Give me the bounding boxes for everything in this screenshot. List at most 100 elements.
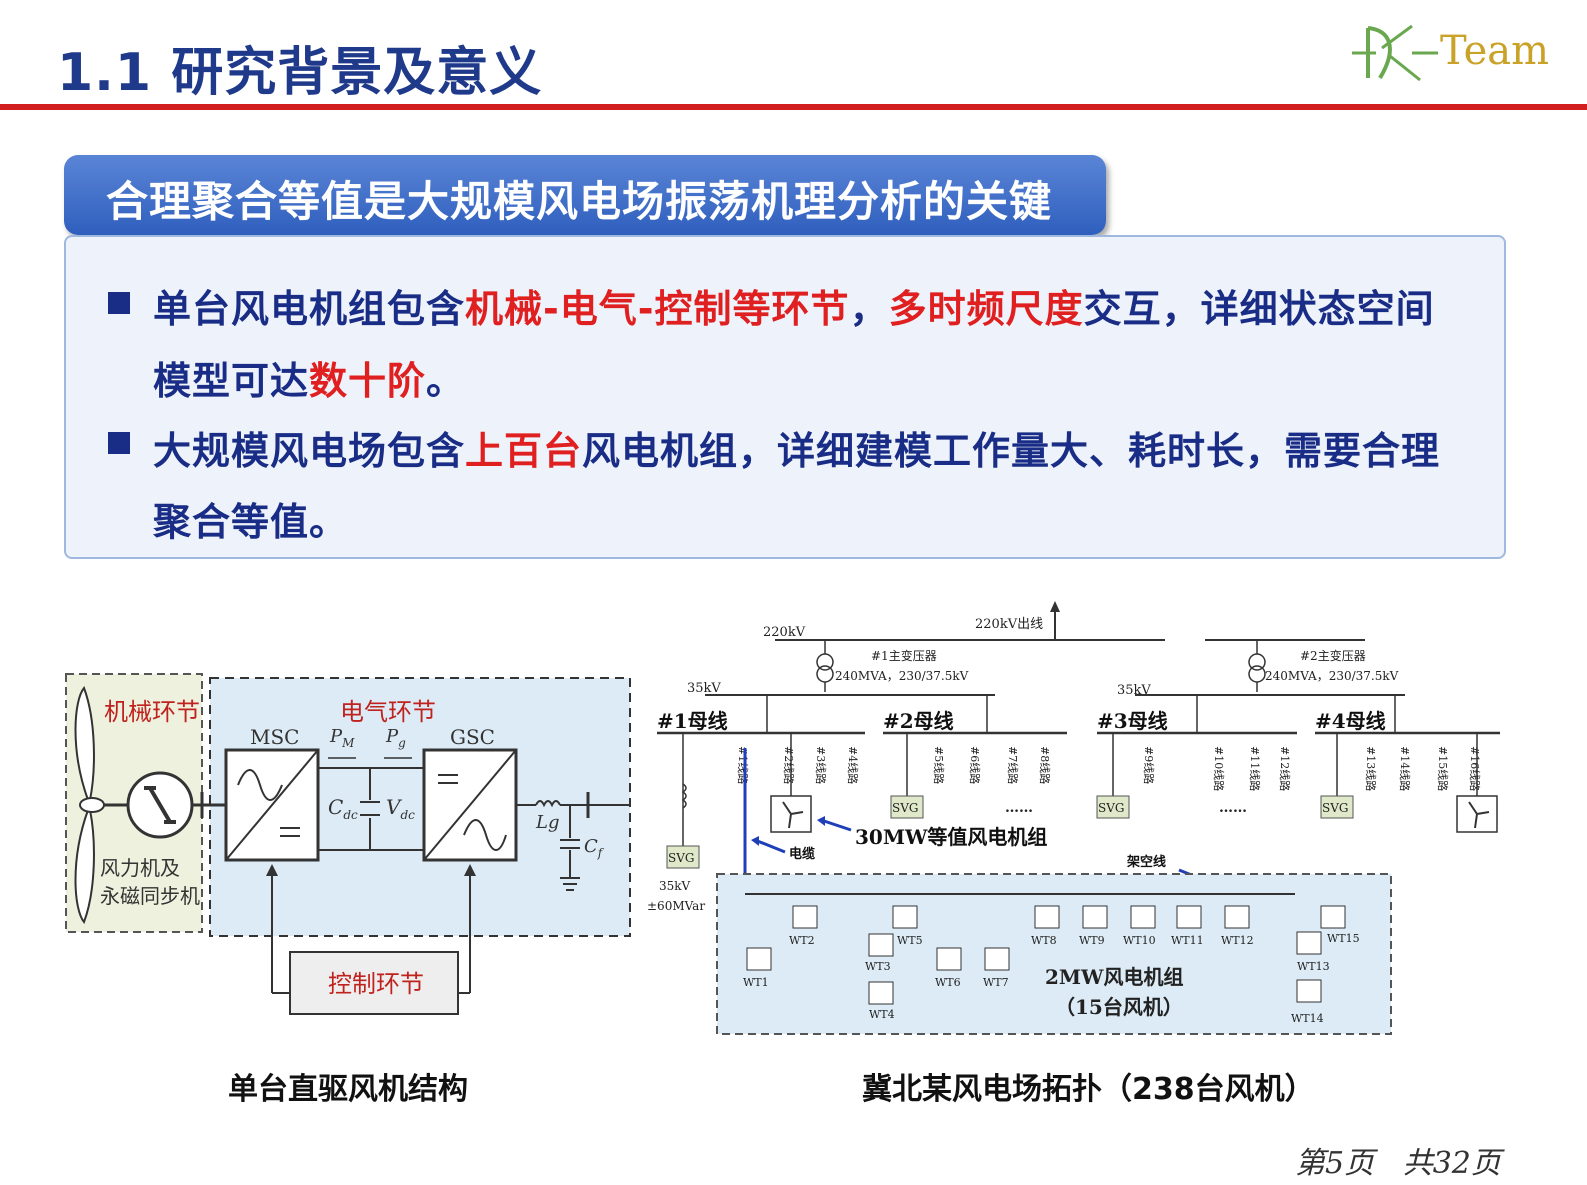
wt-icon bbox=[1296, 931, 1322, 955]
section-banner bbox=[64, 155, 1106, 235]
svg-rating-voltage: 35kV bbox=[659, 879, 691, 893]
wt-label: WT8 bbox=[1031, 934, 1057, 947]
text-run: 单台风电机组包含 bbox=[153, 287, 466, 331]
bullet-square-2 bbox=[108, 432, 130, 454]
transformer-1-name: #1主变压器 bbox=[871, 648, 937, 663]
wt-label: WT5 bbox=[897, 934, 923, 947]
wt-icon bbox=[1082, 905, 1108, 929]
pg-label: Pg bbox=[385, 726, 406, 750]
vdc-label: Vdc bbox=[386, 795, 415, 822]
feeder-label: #11线路 bbox=[1248, 746, 1262, 791]
wt-icon bbox=[1224, 905, 1250, 929]
svg-device-label: SVG bbox=[1322, 801, 1348, 815]
transformer-2-name: #2主变压器 bbox=[1300, 648, 1366, 663]
msc-label: MSC bbox=[250, 725, 299, 749]
wt-icon bbox=[746, 947, 772, 971]
left-figure-caption: 单台直驱风机结构 bbox=[228, 1072, 468, 1107]
text-run: 。 bbox=[426, 359, 466, 403]
group-label-1: 2MW风电机组 bbox=[1045, 965, 1184, 989]
wt-label: WT11 bbox=[1171, 934, 1204, 947]
feeder-label: #4线路 bbox=[846, 746, 860, 784]
mechanical-label: 机械环节 bbox=[104, 698, 200, 726]
text-run: ， bbox=[849, 287, 889, 331]
wt-label: WT14 bbox=[1291, 1012, 1324, 1025]
wt-icon bbox=[1130, 905, 1156, 929]
total-pages: 共32页 bbox=[1402, 1146, 1501, 1181]
cf-label: Cf bbox=[584, 836, 605, 860]
bullet-square-1 bbox=[108, 292, 130, 314]
feeder-label: #8线路 bbox=[1038, 746, 1052, 784]
lg-label: Lg bbox=[535, 812, 559, 833]
text-run: 模型可达 bbox=[153, 359, 310, 403]
feeder-label: #16线路 bbox=[1468, 746, 1482, 791]
logo-text: Team bbox=[1440, 28, 1550, 74]
right-figure-caption: 冀北某风电场拓扑（238台风机） bbox=[862, 1072, 1315, 1107]
text-run: 聚合等值。 bbox=[153, 500, 349, 544]
feeder-label: #6线路 bbox=[968, 746, 982, 784]
v220-label: 220kV bbox=[763, 625, 806, 640]
bus-4-label: #4母线 bbox=[1315, 709, 1386, 733]
feeder-label: #15线路 bbox=[1436, 746, 1450, 791]
wt-icon bbox=[1296, 979, 1322, 1003]
wt-group: WT1 WT2 WT3 WT4 WT5 WT6 WT7 WT8 WT9 WT10… bbox=[743, 905, 1360, 1025]
emphasis-run: 多时频尺度 bbox=[888, 287, 1084, 331]
turbine-blade-upper bbox=[74, 686, 95, 801]
wt-icon bbox=[868, 933, 894, 957]
banner-text: 合理聚合等值是大规模风电场振荡机理分析的关键 bbox=[106, 177, 1053, 226]
wt-icon bbox=[1176, 905, 1202, 929]
group-label-2: （15台风机） bbox=[1055, 995, 1183, 1019]
control-label: 控制环节 bbox=[328, 970, 424, 998]
turbine-structure-diagram: 机械环节 电气环节 风力机及 永磁同步机 MSC PM Pg Cdc Vdc G… bbox=[65, 673, 631, 1015]
feeder-label: #14线路 bbox=[1398, 746, 1412, 791]
feeder-label: #1线路 bbox=[736, 746, 750, 784]
bullet-1-line-2: 模型可达数十阶。 bbox=[153, 350, 465, 405]
feeder-label: #10线路 bbox=[1212, 746, 1226, 791]
overhead-line-label: 架空线 bbox=[1126, 854, 1166, 870]
generator-label-2: 永磁同步机 bbox=[100, 884, 200, 908]
wt-label: WT2 bbox=[789, 934, 815, 947]
v35-right-label: 35kV bbox=[1117, 683, 1151, 698]
emphasis-run: 数十阶 bbox=[309, 359, 427, 403]
wt-label: WT3 bbox=[865, 960, 891, 973]
wt-label: WT10 bbox=[1123, 934, 1156, 947]
wt-label: WT1 bbox=[743, 976, 769, 989]
transformer-1-icon bbox=[816, 653, 834, 671]
transformer-2-icon bbox=[1248, 653, 1266, 671]
wt-icon bbox=[892, 905, 918, 929]
outgoing-line-label: 220kV出线 bbox=[975, 617, 1043, 632]
bullet-box bbox=[64, 235, 1506, 559]
v35-left-label: 35kV bbox=[687, 681, 721, 696]
cdc-label: Cdc bbox=[328, 795, 358, 822]
bus-3-label: #3母线 bbox=[1097, 709, 1168, 733]
electrical-label: 电气环节 bbox=[340, 698, 436, 726]
page-number: 第5页 共32页 bbox=[1295, 1138, 1501, 1182]
wt-icon bbox=[1034, 905, 1060, 929]
turbine-hub bbox=[79, 797, 105, 813]
transformer-2-rating: 240MVA，230/37.5kV bbox=[1265, 669, 1399, 683]
pm-label: PM bbox=[329, 726, 355, 750]
feeder-label: #7线路 bbox=[1006, 746, 1020, 784]
wt-icon bbox=[868, 981, 894, 1005]
team-logo bbox=[1352, 24, 1438, 82]
ellipsis-2: …… bbox=[1219, 800, 1247, 816]
gsc-label: GSC bbox=[450, 725, 495, 749]
equivalent-turbine-label: 30MW等值风电机组 bbox=[855, 825, 1047, 849]
svg-device-label: SVG bbox=[1098, 801, 1124, 815]
bus-2-label: #2母线 bbox=[883, 709, 954, 733]
wt-label: WT6 bbox=[935, 976, 961, 989]
feeder-label: #3线路 bbox=[814, 746, 828, 784]
feeder-label: #5线路 bbox=[932, 746, 946, 784]
bullet-1-line-1: 单台风电机组包含机械-电气-控制等环节，多时频尺度交互，详细状态空间 bbox=[153, 278, 1435, 333]
feeder-label: #9线路 bbox=[1142, 746, 1156, 784]
bus-1-label: #1母线 bbox=[657, 709, 728, 733]
turbine-blade-lower bbox=[74, 809, 95, 924]
cable-label: 电缆 bbox=[789, 846, 815, 862]
wt-icon bbox=[792, 905, 818, 929]
wt-icon bbox=[984, 947, 1010, 971]
wind-farm-topology-diagram: 220kV 220kV出线 #1主变压器 240MVA，230/37.5kV #… bbox=[647, 601, 1500, 1035]
bullet-2-line-2: 聚合等值。 bbox=[153, 491, 348, 546]
text-run: 风电机组，详细建模工作量大、耗时长，需要合理 bbox=[582, 429, 1441, 473]
feeder-label: #2线路 bbox=[782, 746, 796, 784]
wt-label: WT12 bbox=[1221, 934, 1254, 947]
emphasis-run: 上百台 bbox=[465, 429, 583, 473]
